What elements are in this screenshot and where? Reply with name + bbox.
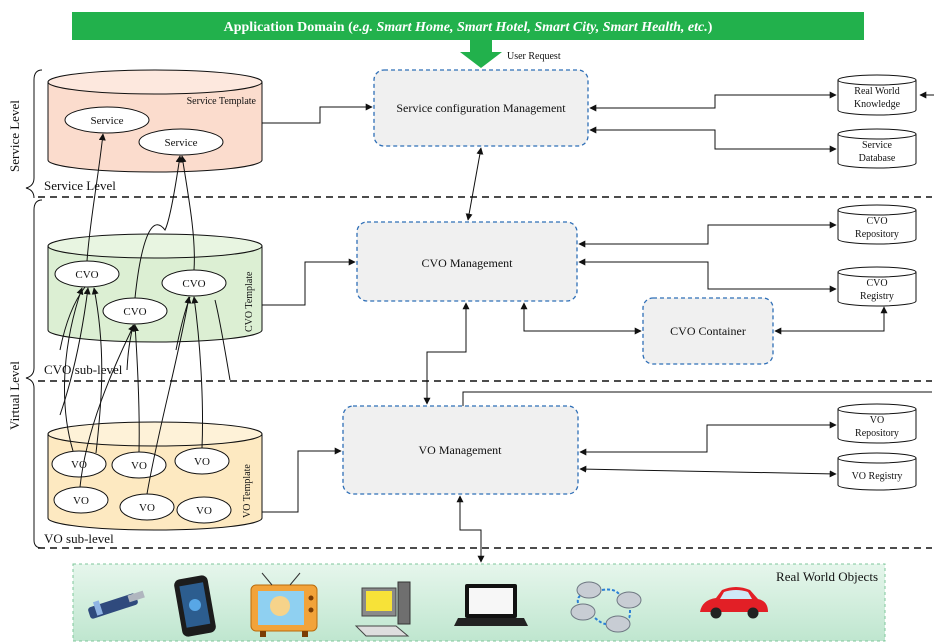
car-icon	[700, 587, 768, 619]
cvo-node-1-label: CVO	[75, 269, 98, 281]
service-level-bottom-label: Service Level	[44, 178, 116, 193]
laptop-icon	[454, 584, 528, 626]
service-level-brace	[25, 69, 43, 199]
cvo-management: CVO Management	[356, 221, 578, 302]
television-icon	[250, 572, 318, 637]
real-world-knowledge-line1: Real World	[854, 86, 899, 97]
vo-node-6-label: VO	[196, 505, 212, 517]
cvo-node-2-label: CVO	[182, 278, 205, 290]
banner-suffix: )	[708, 20, 713, 35]
cvo-template-title: CVO Template	[244, 271, 255, 332]
vo-node-5-label: VO	[139, 502, 155, 514]
svg-text:Application Domain (e.g. Smart: Application Domain (e.g. Smart Home, Sma…	[224, 20, 713, 35]
vo-node-3-label: VO	[194, 456, 210, 468]
service-node-2	[138, 128, 224, 156]
service-configuration-management: Service configuration Management	[373, 69, 589, 147]
real-world-knowledge-db: Real World Knowledge	[837, 74, 917, 116]
composition-links	[59, 133, 231, 495]
service-database-line2: Database	[859, 153, 896, 164]
vo-registry-db: VO Registry	[837, 452, 917, 491]
service-node-1-label: Service	[91, 115, 124, 127]
cvo-container: CVO Container	[642, 297, 774, 365]
service-node-2-label: Service	[165, 137, 198, 149]
service-level-side-label: Service Level	[7, 100, 22, 172]
sensor-icon	[88, 590, 145, 619]
cvo-registry-line2: Registry	[860, 291, 894, 302]
cvo-registry-line1: CVO	[866, 278, 887, 289]
cvo-template: CVO Template CVO CVO CVO	[47, 233, 263, 343]
cvo-container-label: CVO Container	[670, 324, 746, 338]
vo-repository-db: VO Repository	[837, 403, 917, 444]
real-world-objects-title: Real World Objects	[776, 569, 878, 584]
application-domain-banner: Application Domain (e.g. Smart Home, Sma…	[72, 12, 864, 40]
service-template: Service Template Service Service	[47, 69, 263, 173]
cvo-repository-db: CVO Repository	[837, 204, 917, 245]
vo-node-2-label: VO	[131, 460, 147, 472]
vo-registry-line1: VO Registry	[852, 471, 903, 482]
desktop-computer-icon	[354, 581, 411, 637]
user-request-label: User Request	[507, 51, 561, 62]
vo-management-label: VO Management	[419, 443, 503, 457]
service-template-title: Service Template	[187, 96, 257, 107]
cvo-repository-line2: Repository	[855, 229, 899, 240]
user-request-arrow	[460, 40, 502, 68]
vo-repository-line1: VO	[870, 415, 884, 426]
vo-repository-line2: Repository	[855, 428, 899, 439]
service-configuration-management-label: Service configuration Management	[396, 101, 566, 115]
cvo-management-label: CVO Management	[422, 256, 514, 270]
banner-prefix: Application Domain (	[224, 20, 353, 35]
vo-sublevel-label: VO sub-level	[44, 531, 114, 546]
connected-devices-icon	[570, 581, 642, 633]
cvo-registry-db: CVO Registry	[837, 266, 917, 307]
virtual-level-brace	[25, 199, 43, 549]
vo-template-title: VO Template	[242, 464, 253, 518]
vo-node-6	[176, 496, 232, 524]
real-world-objects-panel: Real World Objects	[72, 563, 886, 642]
vo-template: VO Template VO VO VO VO VO VO	[47, 421, 263, 531]
cvo-node-3-label: CVO	[123, 306, 146, 318]
connectors	[262, 91, 934, 563]
service-node-1	[64, 106, 150, 134]
vo-node-4-label: VO	[73, 495, 89, 507]
real-world-knowledge-line2: Knowledge	[854, 99, 901, 110]
vo-node-4	[53, 486, 109, 514]
service-database-db: Service Database	[837, 128, 917, 169]
service-database-line1: Service	[862, 140, 893, 151]
vo-management: VO Management	[342, 405, 579, 495]
virtual-level-side-label: Virtual Level	[7, 361, 22, 430]
cvo-sublevel-label: CVO sub-level	[44, 362, 123, 377]
smartphone-icon	[174, 575, 216, 637]
banner-examples: e.g. Smart Home, Smart Hotel, Smart City…	[353, 20, 708, 35]
vo-node-1	[51, 450, 107, 478]
cvo-repository-line1: CVO	[866, 216, 887, 227]
